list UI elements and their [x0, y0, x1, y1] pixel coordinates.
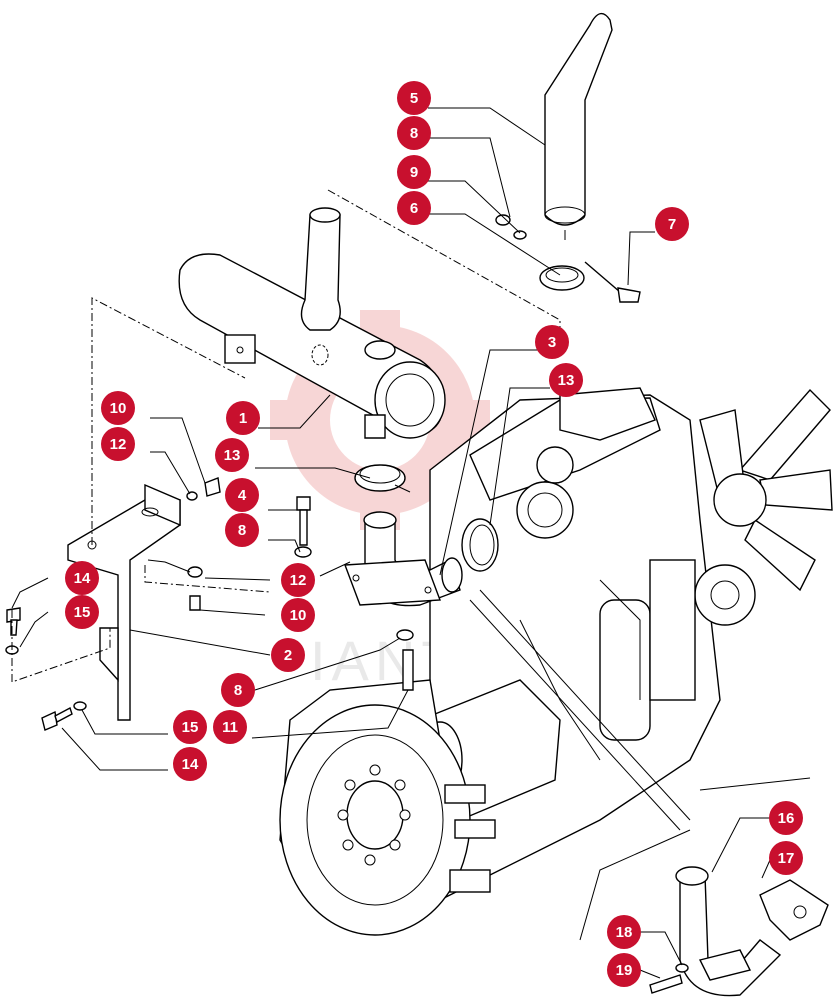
svg-text:17: 17	[778, 850, 795, 867]
svg-text:12: 12	[110, 436, 127, 453]
callout-1: 1	[226, 401, 260, 435]
svg-text:15: 15	[182, 719, 199, 736]
svg-text:10: 10	[110, 400, 127, 417]
svg-text:14: 14	[182, 756, 199, 773]
svg-text:8: 8	[234, 682, 242, 699]
svg-text:15: 15	[74, 604, 91, 621]
clamp-bolt	[584, 261, 641, 303]
svg-text:18: 18	[616, 924, 633, 941]
crank-pulley	[694, 564, 756, 626]
svg-text:16: 16	[778, 810, 795, 827]
bolt-4	[294, 496, 312, 558]
muffler	[178, 207, 446, 439]
svg-text:1: 1	[239, 410, 247, 427]
callout-16: 16	[769, 801, 803, 835]
callout-10: 10	[281, 598, 315, 632]
callout-15: 15	[173, 710, 207, 744]
svg-text:8: 8	[410, 125, 418, 142]
callout-5: 5	[397, 81, 431, 115]
svg-text:8: 8	[238, 522, 246, 539]
svg-text:6: 6	[410, 200, 418, 217]
exhaust-clamp	[539, 265, 585, 291]
engine-assembly	[279, 387, 833, 941]
callout-14: 14	[65, 561, 99, 595]
assembly-lines	[11, 189, 561, 683]
callout-18: 18	[607, 915, 641, 949]
callout-19: 19	[607, 953, 641, 987]
callout-11: 11	[213, 710, 247, 744]
callout-8: 8	[225, 513, 259, 547]
svg-text:4: 4	[238, 487, 247, 504]
callout-8: 8	[397, 116, 431, 150]
bolt-14-upper	[5, 607, 21, 655]
svg-text:5: 5	[410, 90, 418, 107]
turbo-outlet	[536, 446, 574, 484]
callout-10: 10	[101, 391, 135, 425]
svg-text:11: 11	[222, 719, 238, 736]
washer-and-bolt-lower	[187, 566, 203, 611]
callout-12: 12	[281, 563, 315, 597]
exhaust-stack-pipe	[544, 12, 613, 240]
callout-8: 8	[221, 673, 255, 707]
svg-text:7: 7	[668, 216, 676, 233]
water-pipe-assembly	[649, 866, 829, 997]
cooling-fan	[699, 388, 833, 592]
hose-clamp-left	[354, 464, 411, 493]
svg-text:3: 3	[548, 334, 556, 351]
callout-17: 17	[769, 841, 803, 875]
svg-text:12: 12	[290, 572, 307, 589]
svg-text:19: 19	[616, 962, 633, 979]
bolt-10	[186, 477, 221, 501]
bolt-14-lower	[41, 701, 87, 731]
oil-filter	[599, 599, 651, 741]
svg-text:14: 14	[74, 570, 91, 587]
callout-13: 13	[549, 363, 583, 397]
stud-11	[396, 629, 414, 691]
callout-15: 15	[65, 595, 99, 629]
exhaust-elbow	[344, 511, 463, 607]
flywheel-bolts	[337, 764, 411, 866]
svg-text:2: 2	[284, 647, 292, 664]
svg-text:13: 13	[558, 372, 575, 389]
svg-text:10: 10	[290, 607, 307, 624]
leader-lines	[11, 107, 771, 979]
turbocharger	[516, 481, 574, 539]
callout-6: 6	[397, 191, 431, 225]
callout-2: 2	[271, 638, 305, 672]
callout-13: 13	[215, 438, 249, 472]
nut-and-washer	[495, 214, 527, 240]
callout-7: 7	[655, 207, 689, 241]
callout-4: 4	[225, 478, 259, 512]
callout-3: 3	[535, 325, 569, 359]
callout-9: 9	[397, 155, 431, 189]
side-cover	[649, 559, 696, 701]
callout-14: 14	[173, 747, 207, 781]
svg-text:13: 13	[224, 447, 241, 464]
valve-cover	[559, 387, 656, 441]
svg-text:9: 9	[410, 164, 418, 181]
callout-12: 12	[101, 427, 135, 461]
hose-clamp-right	[461, 518, 499, 572]
